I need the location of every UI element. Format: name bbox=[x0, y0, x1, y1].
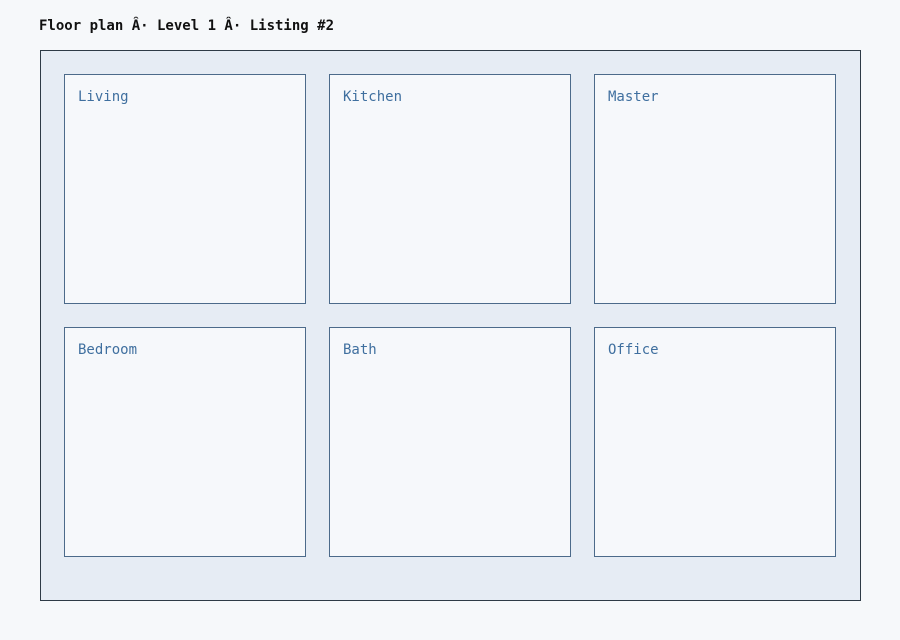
room-kitchen[interactable]: Kitchen bbox=[329, 74, 571, 304]
room-bath[interactable]: Bath bbox=[329, 327, 571, 557]
room-bedroom[interactable]: Bedroom bbox=[64, 327, 306, 557]
room-label: Kitchen bbox=[343, 89, 403, 105]
room-label: Office bbox=[608, 342, 659, 358]
room-label: Living bbox=[78, 89, 129, 105]
room-label: Bedroom bbox=[78, 342, 138, 358]
room-office[interactable]: Office bbox=[594, 327, 836, 557]
floor-plan: Living Kitchen Master Bedroom Bath Offic… bbox=[40, 50, 861, 601]
room-label: Bath bbox=[343, 342, 377, 358]
room-label: Master bbox=[608, 89, 659, 105]
room-living[interactable]: Living bbox=[64, 74, 306, 304]
room-master[interactable]: Master bbox=[594, 74, 836, 304]
page-title: Floor plan Â· Level 1 Â· Listing #2 bbox=[39, 18, 335, 34]
